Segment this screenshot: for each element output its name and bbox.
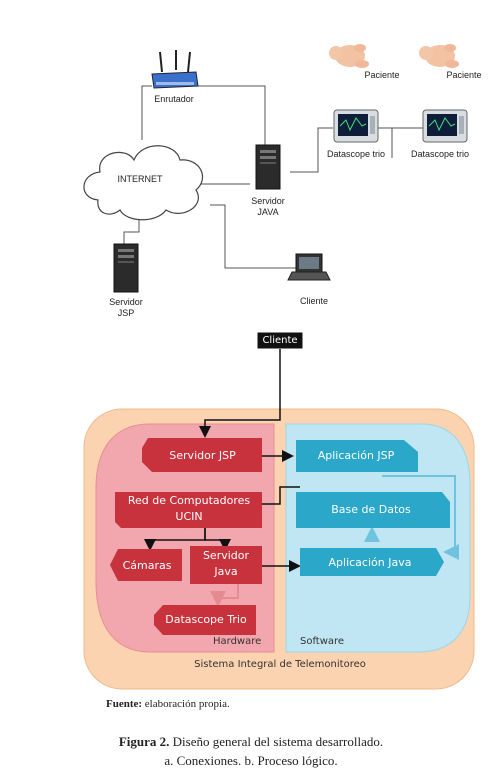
figure-caption: Figura 2. Diseño general del sistema des… (0, 734, 502, 750)
process-links (144, 349, 301, 572)
software-label: Software (300, 636, 345, 647)
router-label: Enrutador (154, 94, 194, 104)
figure-number: Figura 2. (118, 734, 170, 749)
cloud-icon (83, 145, 203, 221)
servidor-java-label-1: Servidor (202, 549, 250, 562)
hardware-label: Hardware (213, 636, 262, 647)
laptop-icon (287, 253, 331, 281)
system-label: Sistema Integral de Telemonitoreo (194, 659, 366, 670)
network-links (123, 85, 423, 269)
link-internet-jspserver (123, 218, 140, 244)
servidor-jsp-box (142, 438, 262, 472)
figure-title: Diseño general del sistema desarrollado. (169, 734, 384, 749)
monitor-label-1: Datascope trio (326, 149, 386, 159)
red-computadores-label-1: Red de Computadores (127, 494, 251, 507)
base-datos-label: Base de Datos (331, 503, 411, 516)
link-router-javaserver (196, 85, 266, 145)
jsp-server-label-2: JSP (117, 308, 135, 318)
monitor-icon-2 (422, 109, 468, 143)
jsp-server-icon (113, 243, 139, 293)
base-datos-box (296, 492, 450, 528)
patient-icon-1 (329, 44, 369, 68)
software-links (364, 475, 459, 560)
red-computadores-label-2: UCIN (175, 510, 203, 523)
java-server-label-2: JAVA (257, 207, 279, 217)
monitor-label-2: Datascope trio (410, 149, 470, 159)
router-icon (151, 50, 199, 89)
aplicacion-java-label: Aplicación Java (328, 556, 412, 569)
hardware-area (95, 423, 275, 653)
source-line: Fuente: elaboración propia. (106, 698, 230, 710)
jsp-server-label-1: Servidor (109, 297, 143, 307)
process-client-label: Cliente (262, 335, 298, 346)
client-label: Cliente (299, 296, 328, 306)
servidor-java-box (190, 546, 262, 584)
process-diagram (83, 331, 475, 690)
link-internet-client (210, 204, 296, 269)
monitor-icon-1 (333, 109, 379, 143)
aplicacion-jsp-label: Aplicación JSP (317, 449, 395, 462)
datascope-trio-label: Datascope Trio (165, 613, 247, 626)
patient-label-1: Paciente (364, 70, 400, 80)
datascope-link (210, 584, 239, 607)
patient-icon-2 (419, 44, 459, 68)
camaras-label: Cámaras (122, 559, 172, 572)
source-label: Fuente: (106, 698, 143, 710)
link-javaserver-monitor1 (290, 127, 333, 173)
aplicacion-jsp-box (296, 440, 418, 472)
servidor-java-label-2: Java (214, 565, 238, 578)
red-computadores-box (115, 492, 262, 528)
figure-subtitle: a. Conexiones. b. Proceso lógico. (164, 753, 338, 768)
link-monitor2 (391, 127, 423, 158)
datascope-trio-box (154, 605, 256, 635)
network-diagram (83, 44, 468, 293)
patient-label-2: Paciente (446, 70, 482, 80)
servidor-jsp-label: Servidor JSP (169, 449, 236, 462)
aplicacion-java-box (300, 548, 444, 576)
source-text: elaboración propia. (142, 698, 230, 710)
link-router-internet (141, 85, 152, 140)
java-server-icon (255, 144, 281, 190)
internet-label: INTERNET (117, 174, 163, 184)
java-server-label-1: Servidor (251, 196, 285, 206)
camaras-box (110, 549, 182, 581)
